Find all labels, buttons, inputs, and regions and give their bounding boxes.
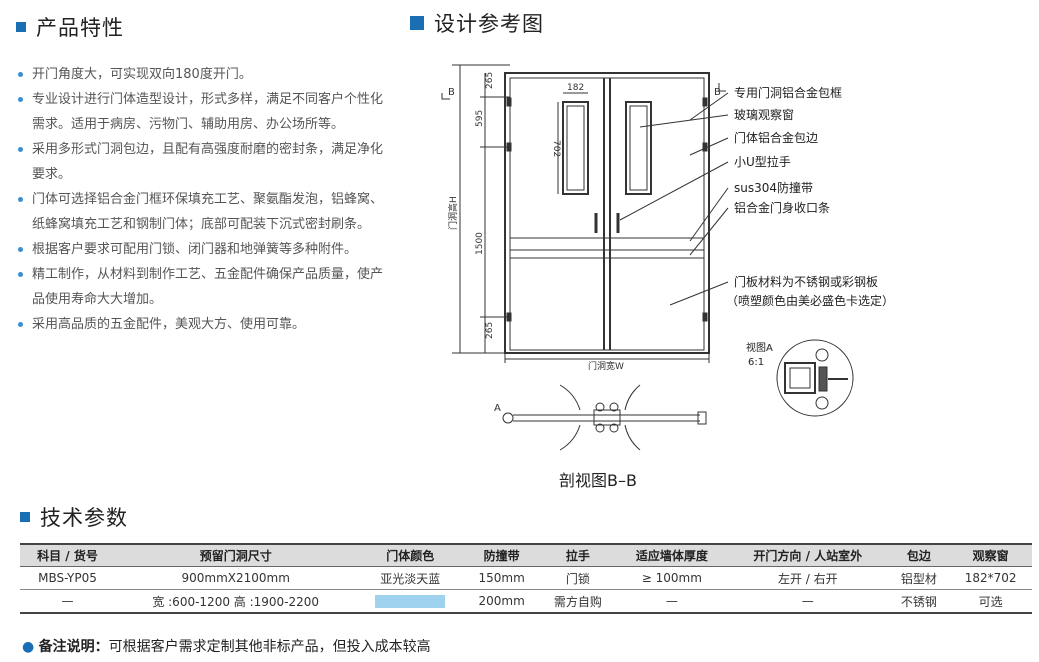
col-header: 拉手	[539, 543, 617, 567]
col-header: 开门方向 / 人站室外	[727, 543, 889, 567]
section-caption: 剖视图B–B	[559, 471, 637, 490]
bullet-square-icon	[410, 16, 424, 30]
callout-handle: 小U型拉手	[734, 154, 791, 169]
color-swatch	[375, 595, 446, 608]
col-header: 适应墙体厚度	[616, 543, 728, 567]
table-cell: —	[20, 589, 115, 614]
table-cell: 需方自购	[539, 589, 617, 614]
callout-frame: 专用门洞铝合金包框	[734, 85, 842, 100]
col-header: 防撞带	[464, 543, 540, 567]
table-cell: ≥ 100mm	[616, 566, 728, 590]
callout-edge: 门体铝合金包边	[734, 130, 818, 145]
callout-trim: 铝合金门身收口条	[734, 200, 830, 215]
feature-item: 专业设计进行门体造型设计，形式多样，满足不同客户个性化需求。适用于病房、污物门、…	[16, 87, 386, 137]
design-title: 设计参考图	[410, 8, 544, 38]
table-cell: 宽 :600-1200 高 :1900-2200	[114, 589, 357, 614]
door-frame-inner	[509, 77, 705, 351]
door-frame	[504, 72, 710, 354]
table-cell	[356, 589, 465, 614]
table-cell: 铝型材	[888, 566, 950, 590]
remark-label: 备注说明：	[38, 639, 109, 655]
table-cell: 门锁	[539, 566, 617, 590]
table-cell: —	[727, 589, 889, 614]
view-a-detail	[776, 339, 854, 417]
feature-item: 开门角度大，可实现双向180度开门。	[16, 62, 386, 87]
table-cell: 150mm	[464, 566, 540, 590]
table-cell: 900mmX2100mm	[114, 566, 357, 590]
col-header: 预留门洞尺寸	[114, 543, 357, 567]
dim-window-offset: 595	[475, 110, 485, 127]
features-title-text: 产品特性	[36, 16, 124, 40]
specs-title: 技术参数	[20, 502, 128, 532]
plan-hinge-left	[502, 412, 514, 424]
bullet-dot-icon: ●	[22, 639, 35, 655]
plan-marker-a: A	[494, 403, 501, 414]
table-cell: 可选	[949, 589, 1032, 614]
kick-plate	[509, 237, 705, 251]
dim-mid: 1500	[475, 232, 485, 255]
table-header-row: 科目 / 货号 预留门洞尺寸 门体颜色 防撞带 拉手 适应墙体厚度 开门方向 /…	[20, 543, 1032, 567]
table-cell: 200mm	[464, 589, 540, 614]
section-marker-b-left: B	[448, 87, 455, 98]
table-cell: MBS-YP05	[20, 566, 115, 590]
callout-window: 玻璃观察窗	[734, 108, 794, 122]
dim-height-label: 门洞高H	[447, 196, 459, 230]
view-a-label: 视图A	[746, 341, 773, 354]
bullet-square-icon	[20, 512, 30, 522]
dim-window-h: 702	[551, 140, 561, 157]
table-row: MBS-YP05 900mmX2100mm 亚光淡天蓝 150mm 门锁 ≥ 1…	[20, 566, 1032, 590]
feature-item: 采用高品质的五金配件，美观大方、使用可靠。	[16, 312, 386, 337]
window-left	[562, 101, 589, 195]
dim-width-label: 门洞宽W	[588, 360, 624, 372]
callout-color-note: （喷塑颜色由美必盛色卡选定）	[726, 293, 894, 308]
dim-top: 265	[485, 72, 495, 89]
window-right	[625, 101, 652, 195]
remark-note: ● 备注说明：可根据客户需求定制其他非标产品，但投入成本较高	[22, 636, 431, 656]
col-header: 观察窗	[949, 543, 1032, 567]
remark-text: 可根据客户需求定制其他非标产品，但投入成本较高	[108, 639, 431, 655]
dim-window-w: 182	[567, 83, 584, 93]
bullet-square-icon	[16, 22, 26, 32]
view-a-scale: 6:1	[748, 357, 764, 368]
table-cell: 亚光淡天蓝	[356, 566, 465, 590]
specs-title-text: 技术参数	[40, 506, 128, 530]
col-header: 包边	[888, 543, 950, 567]
design-title-text: 设计参考图	[434, 12, 544, 36]
spec-table: 科目 / 货号 预留门洞尺寸 门体颜色 防撞带 拉手 适应墙体厚度 开门方向 /…	[20, 543, 1032, 614]
col-header: 科目 / 货号	[20, 543, 115, 567]
dim-bottom: 265	[485, 322, 495, 339]
door-drawing: 265 595 门洞高H 1500 265 182 702 门洞宽W B B 专…	[441, 64, 894, 451]
table-cell: 182*702	[949, 566, 1032, 590]
callout-panel-material: 门板材料为不锈钢或彩钢板	[734, 274, 878, 289]
feature-item: 采用多形式门洞包边，且配有高强度耐磨的密封条，满足净化要求。	[16, 137, 386, 187]
table-row: — 宽 :600-1200 高 :1900-2200 200mm 需方自购 — …	[20, 589, 1032, 614]
col-header: 门体颜色	[356, 543, 465, 567]
features-title: 产品特性	[16, 12, 124, 42]
feature-item: 精工制作，从材料到制作工艺、五金配件确保产品质量，使产品使用寿命大大增加。	[16, 262, 386, 312]
feature-item: 根据客户要求可配用门锁、闭门器和地弹簧等多种附件。	[16, 237, 386, 262]
table-cell: —	[616, 589, 728, 614]
section-marker-b-right: B	[714, 87, 721, 98]
table-cell: 不锈钢	[888, 589, 950, 614]
callout-kick-plate: sus304防撞带	[734, 180, 813, 195]
feature-item: 门体可选择铝合金门框环保填充工艺、聚氨酯发泡，铝蜂窝、纸蜂窝填充工艺和钢制门体；…	[16, 187, 386, 237]
features-list: 开门角度大，可实现双向180度开门。 专业设计进行门体造型设计，形式多样，满足不…	[16, 62, 386, 337]
table-cell: 左开 / 右开	[727, 566, 889, 590]
